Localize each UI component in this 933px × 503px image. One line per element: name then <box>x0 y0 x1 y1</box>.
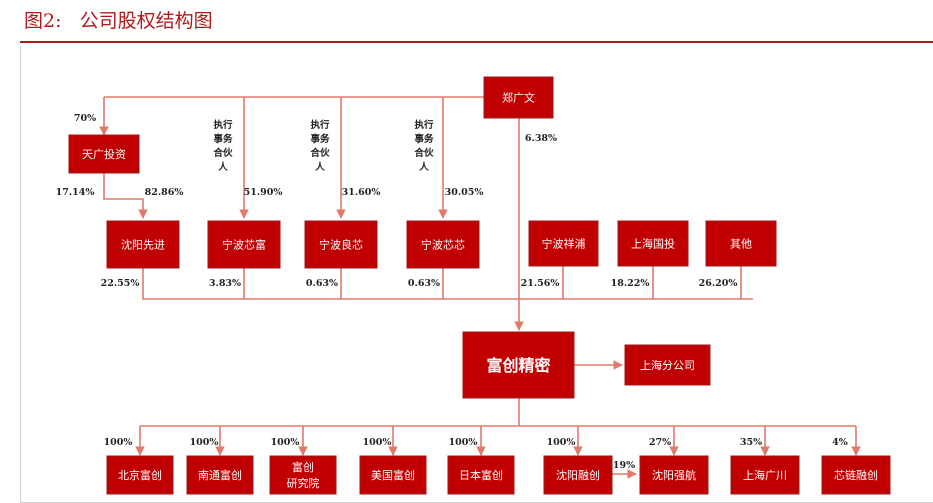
gp-note-xinxin-line-3: 合伙 <box>414 147 434 159</box>
title-rule <box>20 41 933 43</box>
node-shanghai-guangchuan-label: 上海广川 <box>743 468 787 482</box>
pct-xinlian: 4% <box>832 437 848 448</box>
node-ningbo-xinxin-label: 宁波芯芯 <box>421 238 465 252</box>
gp-note-xinxin: 执行 事务 合伙 人 <box>414 119 434 173</box>
gp-note-xinfu-line-2: 事务 <box>213 133 233 145</box>
gp-note-xinxin-line-4: 人 <box>419 161 429 173</box>
node-zheng: 郑广文 <box>483 76 554 119</box>
node-fuchuang: 富创精密 <box>462 331 575 399</box>
node-nantong: 南通富创 <box>186 455 254 495</box>
gp-note-xinxin-line-2: 事务 <box>414 133 434 145</box>
pct-rongchuang-qianghang: 19% <box>613 460 635 471</box>
node-xinlian: 芯链融创 <box>821 455 891 495</box>
gp-note-xinfu: 执行 事务 合伙 人 <box>213 119 233 173</box>
pct-xinfu-fuchuang: 3.83% <box>209 278 241 289</box>
node-shanghai-branch-label: 上海分公司 <box>640 358 695 372</box>
node-ningbo-xiangpu: 宁波祥浦 <box>528 220 599 267</box>
pct-riben: 100% <box>449 437 478 448</box>
pct-yanjiuyuan: 100% <box>271 437 300 448</box>
gp-note-xinfu-line-4: 人 <box>218 161 228 173</box>
pct-zheng-xinxin: 30.05% <box>445 187 484 198</box>
node-tianguang-label: 天广投资 <box>82 147 126 161</box>
pct-guotou-fuchuang: 18.22% <box>611 278 650 289</box>
pct-qita-fuchuang: 26.20% <box>699 278 738 289</box>
node-beijing: 北京富创 <box>106 455 174 495</box>
node-meiguo-label: 美国富创 <box>371 468 415 482</box>
node-shanghai-guangchuan: 上海广川 <box>730 455 800 495</box>
pct-xiangpu-fuchuang: 21.56% <box>521 278 560 289</box>
gp-note-xinfu-line-3: 合伙 <box>213 147 233 159</box>
node-riben: 日本富创 <box>447 455 515 495</box>
node-meiguo: 美国富创 <box>359 455 427 495</box>
node-shanghai-guotou: 上海国投 <box>617 220 689 267</box>
node-shenyang-xianjin-label: 沈阳先进 <box>121 238 165 252</box>
pct-beijing: 100% <box>104 437 133 448</box>
node-zheng-label: 郑广文 <box>502 91 535 105</box>
node-ningbo-xiangpu-label: 宁波祥浦 <box>542 237 586 251</box>
pct-qianghang: 27% <box>649 437 671 448</box>
node-riben-label: 日本富创 <box>459 468 503 482</box>
node-xinlian-label: 芯链融创 <box>834 468 878 482</box>
pct-tianguang-shenyang: 82.86% <box>145 187 184 198</box>
node-tianguang: 天广投资 <box>68 134 140 174</box>
pct-nantong: 100% <box>190 437 219 448</box>
gp-note-xinfu-line-1: 执行 <box>213 119 233 131</box>
node-ningbo-xinxin: 宁波芯芯 <box>406 220 480 269</box>
node-nantong-label: 南通富创 <box>198 468 242 482</box>
gp-note-liangxin-line-4: 人 <box>315 161 325 173</box>
node-yanjiuyuan-label-1: 富创 <box>292 460 314 474</box>
node-shenyang-rongchuang-label: 沈阳融创 <box>556 468 600 482</box>
node-shenyang-rongchuang: 沈阳融创 <box>543 455 613 495</box>
gp-note-xinxin-line-1: 执行 <box>414 119 434 131</box>
node-shenyang-xianjin: 沈阳先进 <box>106 220 180 269</box>
pct-zheng-liangxin: 31.60% <box>342 187 381 198</box>
pct-tianguang-other: 17.14% <box>56 187 95 198</box>
pct-xinxin-fuchuang: 0.63% <box>408 278 440 289</box>
node-shanghai-branch: 上海分公司 <box>624 344 711 386</box>
node-fuchuang-label: 富创精密 <box>486 356 550 375</box>
edge-tianguang-shenyang <box>103 173 148 219</box>
node-qita-label: 其他 <box>730 238 752 251</box>
pct-guangchuan: 35% <box>740 437 762 448</box>
gp-note-liangxin: 执行 事务 合伙 人 <box>310 119 330 173</box>
node-yanjiuyuan-label-2: 研究院 <box>287 476 320 490</box>
gp-note-liangxin-line-1: 执行 <box>310 119 330 131</box>
pct-zheng-tianguang: 70% <box>74 113 96 124</box>
node-shanghai-guotou-label: 上海国投 <box>631 237 675 251</box>
node-qita: 其他 <box>705 220 777 267</box>
node-yanjiuyuan: 富创 研究院 <box>269 455 337 495</box>
gp-note-liangxin-line-2: 事务 <box>310 133 330 145</box>
node-ningbo-liangxin: 宁波良芯 <box>304 220 378 269</box>
figure-title: 图2: 公司股权结构图 <box>24 10 213 32</box>
node-ningbo-liangxin-label: 宁波良芯 <box>319 238 363 252</box>
node-ningbo-xinfu: 宁波芯富 <box>207 220 281 269</box>
pct-shenyang-fuchuang: 22.55% <box>101 278 140 289</box>
pct-liangxin-fuchuang: 0.63% <box>306 278 338 289</box>
pct-zheng-fuchuang: 6.38% <box>525 133 557 144</box>
pct-rongchuang: 100% <box>547 437 576 448</box>
pct-zheng-xinfu: 51.90% <box>244 187 283 198</box>
gp-note-liangxin-line-3: 合伙 <box>310 147 330 159</box>
node-beijing-label: 北京富创 <box>118 468 162 482</box>
node-ningbo-xinfu-label: 宁波芯富 <box>222 238 266 252</box>
node-shenyang-qianghang-label: 沈阳强航 <box>652 468 696 482</box>
pct-meiguo: 100% <box>363 437 392 448</box>
node-shenyang-qianghang: 沈阳强航 <box>639 455 709 495</box>
edge-collector <box>142 268 753 300</box>
